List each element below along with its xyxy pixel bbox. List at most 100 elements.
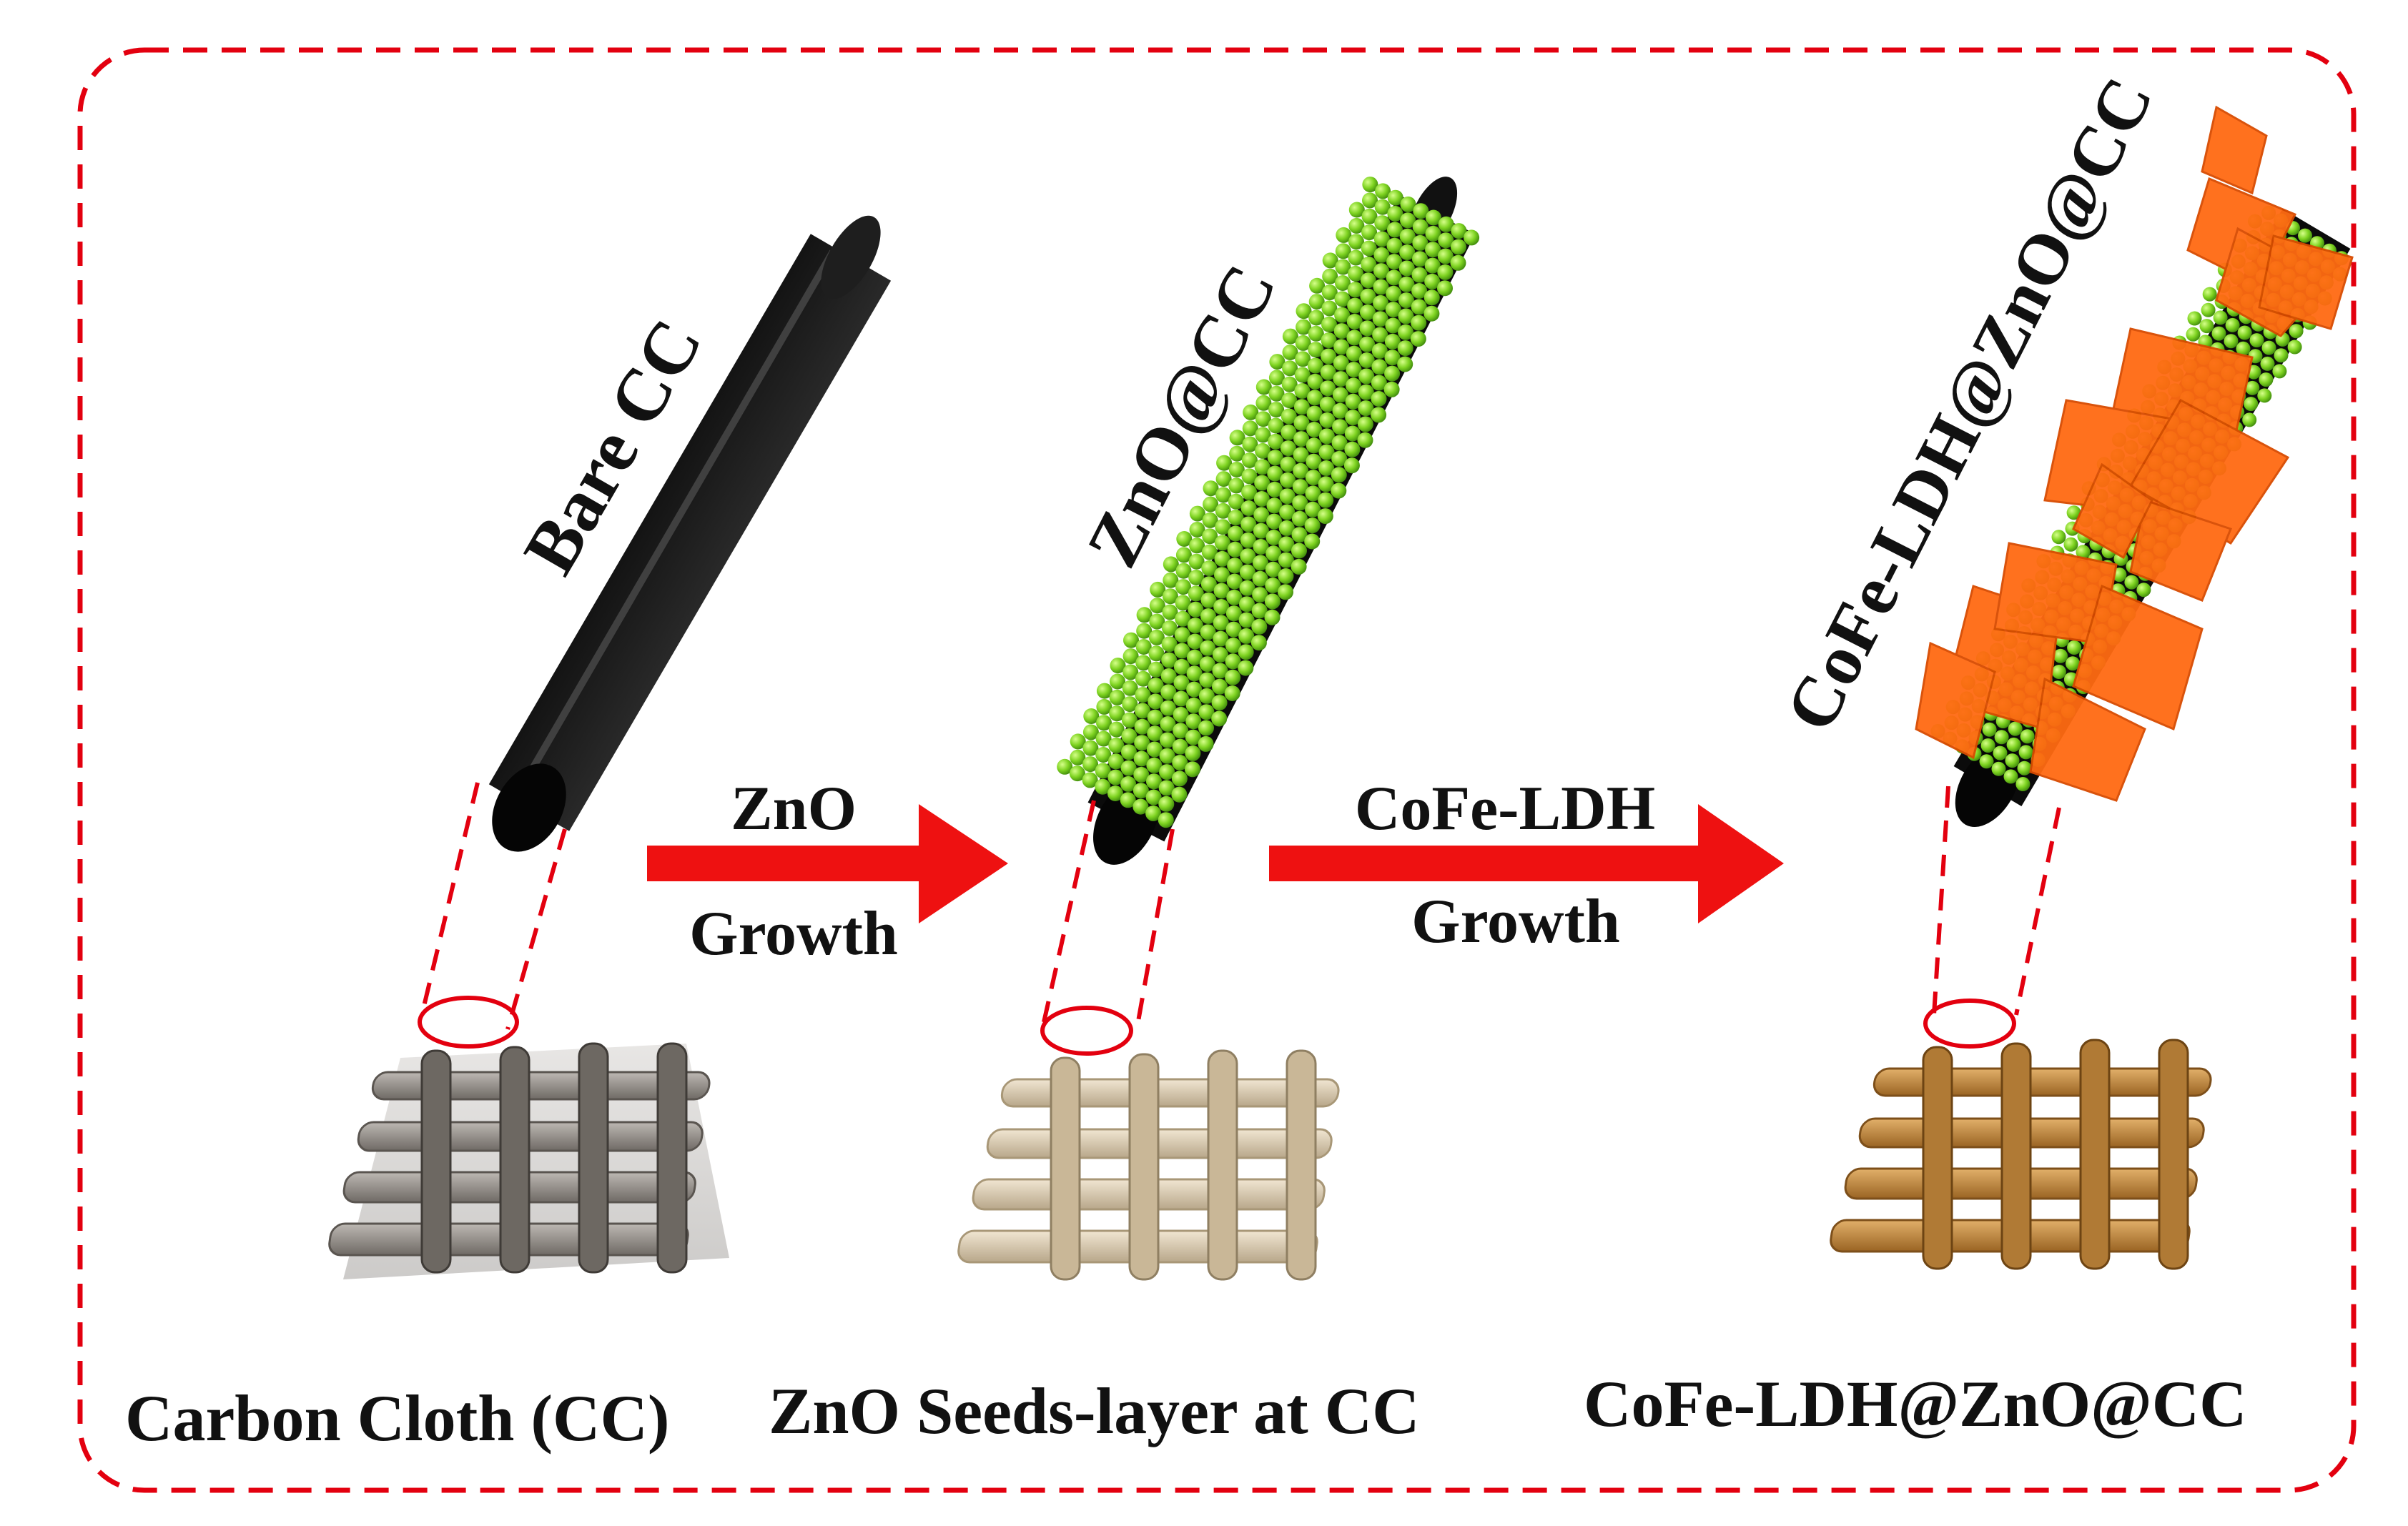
zno-particle: [1254, 475, 1270, 491]
zno-particle: [1175, 563, 1192, 579]
zno-particle: [1147, 709, 1163, 725]
zno-particle: [1214, 535, 1230, 551]
zno-particle: [1333, 339, 1350, 355]
zno-particle: [1163, 572, 1179, 588]
zno-particle: [1293, 447, 1309, 463]
zno-particle: [1228, 525, 1244, 542]
zno-particle: [1411, 314, 1427, 331]
zno-particle: [1122, 696, 1138, 713]
zno-particle: [1108, 737, 1125, 753]
zno-particle: [1426, 209, 1441, 226]
zno-particle: [1333, 323, 1350, 340]
zno-particle: [1225, 638, 1241, 653]
zno-particle: [1162, 620, 1178, 636]
zno-particle: [1319, 396, 1336, 412]
zno-particle: [1268, 385, 1285, 402]
zno-particle: [1228, 477, 1245, 494]
zno-particle: [1343, 457, 1360, 474]
zno-particle: [2017, 760, 2032, 776]
zno-particle: [1305, 485, 1321, 502]
zno-particle: [1082, 756, 1098, 773]
zno-particle: [1200, 640, 1216, 656]
zno-particle: [1200, 608, 1216, 624]
zno-particle: [2124, 575, 2139, 590]
zoom-lines-2: [1040, 800, 1175, 1056]
zno-particle: [1398, 260, 1415, 277]
zno-particle: [1173, 675, 1190, 691]
zno-particle: [1135, 687, 1151, 703]
zno-particle: [2272, 364, 2287, 379]
zno-particle: [1158, 796, 1175, 812]
zno-particle: [1185, 713, 1202, 730]
zno-particle: [1188, 601, 1204, 618]
zno-particle: [1148, 693, 1164, 710]
grey-woven-cloth-icon: [328, 1042, 729, 1279]
zno-particle: [2066, 656, 2080, 671]
zno-particle: [1438, 232, 1454, 249]
zno-particle: [1133, 766, 1150, 783]
zno-particle: [1320, 364, 1336, 380]
zno-particle: [1383, 381, 1400, 397]
zno-particle: [1187, 618, 1203, 634]
zno-particle: [1145, 805, 1162, 821]
zno-particle: [1993, 745, 2008, 760]
zno-particle: [1358, 400, 1374, 417]
zno-particle: [1294, 367, 1311, 383]
zno-particle: [1280, 440, 1296, 457]
zno-particle: [1386, 237, 1403, 254]
arrow1-top-label: ZnO: [731, 774, 857, 843]
zno-particle: [1242, 436, 1258, 452]
zno-particle: [1160, 668, 1177, 684]
zno-particle: [1281, 376, 1298, 392]
zno-particle: [1173, 690, 1189, 707]
zno-particle: [1373, 247, 1390, 263]
zno-particle: [1095, 763, 1111, 779]
zno-particle: [1982, 722, 1997, 737]
carbon-cloth-caption: Carbon Cloth (CC): [125, 1382, 670, 1455]
zno-particle: [1239, 564, 1255, 580]
zno-particle: [1083, 708, 1100, 724]
zno-particle: [1198, 735, 1214, 752]
zno-particle: [1308, 325, 1324, 342]
zno-particle: [1108, 721, 1125, 738]
zno-particle: [1331, 467, 1347, 483]
zno-particle: [1308, 309, 1325, 326]
arrow2-top-label: CoFe-LDH: [1355, 774, 1655, 843]
zno-particle: [1095, 747, 1112, 763]
zno-particle-coating: [1057, 177, 1480, 828]
arrow-zno-growth: [647, 804, 1008, 923]
zno-particle: [1110, 673, 1125, 690]
zno-particle: [1173, 723, 1189, 739]
bare-cc-rod-icon: [488, 215, 892, 852]
zno-particle: [1372, 311, 1388, 327]
zno-particle: [2003, 769, 2018, 784]
zno-particle: [2259, 372, 2274, 387]
zno-particle: [1294, 383, 1311, 399]
zno-particle: [1188, 570, 1205, 585]
zno-particle: [1438, 216, 1454, 232]
zno-particle: [2018, 745, 2033, 760]
zno-particle: [1359, 336, 1376, 352]
zno-particle: [1296, 303, 1312, 319]
zno-particle: [1357, 416, 1373, 432]
zoom-lines-3: [1923, 786, 2061, 1049]
zno-coated-rod-icon: [1057, 177, 1480, 865]
zno-particle: [1371, 359, 1388, 375]
zno-particle: [2136, 583, 2151, 598]
zno-particle: [1305, 501, 1321, 517]
zno-particle: [1216, 455, 1233, 471]
zno-particle: [1186, 681, 1203, 698]
zno-particle: [1280, 456, 1296, 472]
zno-particle: [1413, 203, 1429, 219]
zno-particle: [1398, 324, 1414, 340]
zno-particle: [2237, 325, 2252, 340]
zno-particle: [1398, 276, 1415, 292]
zno-particle: [1399, 228, 1416, 244]
zno-particle: [1344, 441, 1361, 457]
zno-particle: [1412, 219, 1428, 235]
zno-particle: [1161, 652, 1178, 668]
zno-particle: [1307, 390, 1323, 406]
zno-particle: [1267, 450, 1283, 466]
zno-particle: [1268, 370, 1285, 386]
